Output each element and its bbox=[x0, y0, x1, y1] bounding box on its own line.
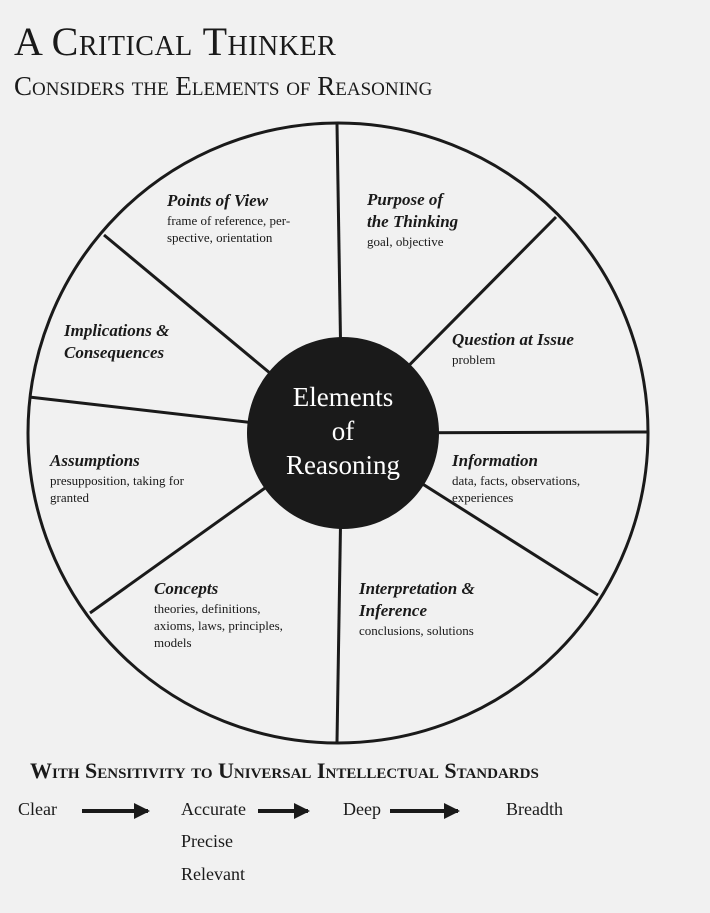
element-desc: granted bbox=[50, 490, 89, 505]
element-desc: conclusions, solutions bbox=[359, 623, 474, 638]
center-label: Elements of Reasoning bbox=[263, 380, 423, 482]
element-title: Consequences bbox=[64, 343, 165, 362]
standard-relevant: Relevant bbox=[181, 864, 245, 884]
element-title: Concepts bbox=[154, 579, 219, 598]
center-line: Reasoning bbox=[286, 450, 400, 480]
element-information: Information data, facts, observations, e… bbox=[452, 450, 580, 506]
element-assumptions: Assumptions presupposition, taking for g… bbox=[50, 450, 184, 506]
element-desc: theories, definitions, bbox=[154, 601, 261, 616]
element-title: Implications & bbox=[64, 321, 170, 340]
standard-deep: Deep bbox=[343, 799, 381, 819]
element-title: Assumptions bbox=[50, 451, 140, 470]
page-subtitle: Considers the Elements of Reasoning bbox=[14, 71, 433, 101]
element-desc: data, facts, observations, bbox=[452, 473, 581, 488]
element-title: Inference bbox=[359, 601, 427, 620]
element-title: Purpose of bbox=[367, 190, 444, 209]
element-implications: Implications & Consequences bbox=[64, 320, 169, 364]
center-line: Elements bbox=[292, 382, 394, 412]
element-interpretation: Interpretation & Inference conclusions, … bbox=[359, 578, 475, 639]
element-title: Information bbox=[452, 451, 538, 470]
element-title: Question at Issue bbox=[452, 330, 574, 349]
element-desc: frame of reference, per- bbox=[167, 213, 291, 228]
element-question-at-issue: Question at Issue problem bbox=[452, 329, 574, 368]
element-purpose: Purpose of the Thinking goal, objective bbox=[367, 189, 458, 250]
element-desc: experiences bbox=[452, 490, 514, 505]
standard-breadth: Breadth bbox=[506, 799, 563, 819]
standard-clear: Clear bbox=[18, 799, 57, 819]
element-desc: spective, orientation bbox=[167, 230, 273, 245]
element-desc: models bbox=[154, 635, 192, 650]
arrow-icon bbox=[258, 803, 310, 819]
center-line: of bbox=[331, 416, 355, 446]
element-desc: problem bbox=[452, 352, 496, 367]
page-title: A Critical Thinker bbox=[14, 19, 337, 64]
element-title: Points of View bbox=[167, 191, 269, 210]
element-concepts: Concepts theories, definitions, axioms, … bbox=[154, 578, 283, 651]
element-desc: presupposition, taking for bbox=[50, 473, 184, 488]
element-points-of-view: Points of View frame of reference, per- … bbox=[167, 190, 290, 246]
element-desc: goal, objective bbox=[367, 234, 444, 249]
center-circle bbox=[247, 337, 439, 529]
standards-heading: With Sensitivity to Universal Intellectu… bbox=[30, 758, 539, 783]
standard-accurate: Accurate bbox=[181, 799, 246, 819]
element-title: the Thinking bbox=[367, 212, 459, 231]
arrow-icon bbox=[390, 803, 460, 819]
standard-precise: Precise bbox=[181, 831, 233, 851]
element-title: Interpretation & bbox=[359, 579, 475, 598]
element-desc: axioms, laws, principles, bbox=[154, 618, 283, 633]
arrow-icon bbox=[82, 803, 150, 819]
